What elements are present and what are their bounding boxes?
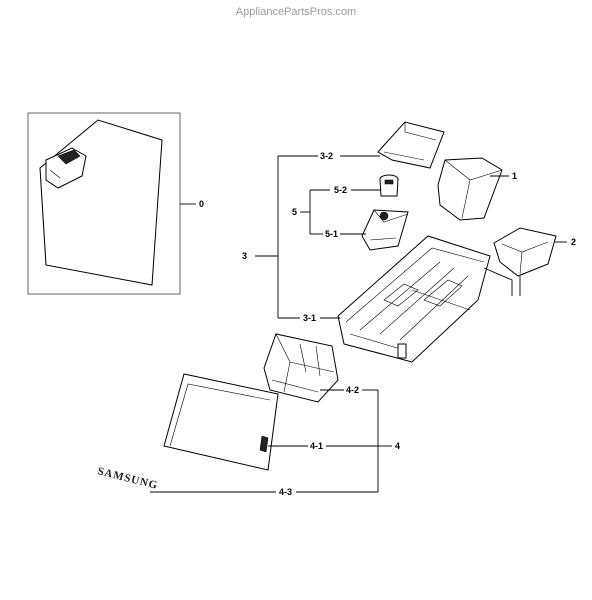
part-2-detergent-cup[interactable] (493, 227, 557, 277)
callout-5: 5 (292, 207, 297, 217)
part-1-bleach-cup[interactable] (437, 157, 503, 221)
part-3-1-dispenser-housing[interactable] (337, 235, 491, 363)
part-4-2-panel-frame[interactable] (263, 333, 339, 403)
callout-3: 3 (242, 251, 247, 261)
callout-0: 0 (199, 199, 204, 209)
callout-4-1: 4-1 (310, 441, 323, 451)
watermark-text: AppliancePartsPros.com (236, 6, 356, 18)
callout-labels: 0 1 2 3 3-2 3-1 5 5-2 5-1 4 4-2 4-1 4-3 (199, 151, 576, 497)
samsung-logo-text: SAMSUNG (96, 465, 159, 492)
callout-4-2: 4-2 (346, 385, 359, 395)
part-4-1-front-panel[interactable] (163, 373, 279, 471)
part-5-1-liquid-cup[interactable] (361, 209, 409, 251)
callout-1: 1 (512, 171, 517, 181)
part-5-2-cap[interactable] (379, 174, 399, 197)
part-3-2-softener-cup[interactable] (377, 121, 445, 169)
part-0-drawer-assembly[interactable] (27, 112, 181, 295)
callout-5-1: 5-1 (325, 229, 338, 239)
callout-2: 2 (571, 237, 576, 247)
callout-4: 4 (395, 441, 400, 451)
part-4-3-logo[interactable]: SAMSUNG (96, 465, 159, 492)
callout-3-2: 3-2 (320, 151, 333, 161)
callout-4-3: 4-3 (279, 487, 292, 497)
callout-5-2: 5-2 (334, 185, 347, 195)
callout-3-1: 3-1 (303, 313, 316, 323)
leader-lines (150, 155, 567, 493)
